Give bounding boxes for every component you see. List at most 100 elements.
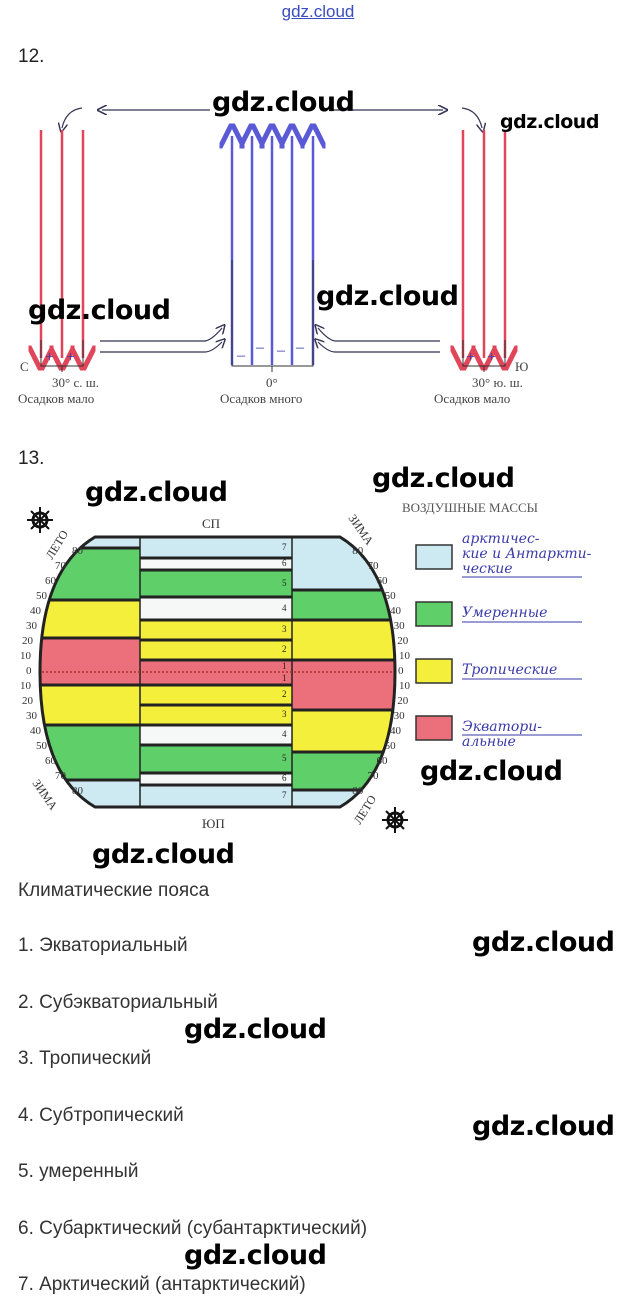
- watermark: gdz.cloud: [472, 927, 615, 958]
- legend-label: кие и Антаркти-: [462, 546, 592, 562]
- air-mass-band: [140, 745, 292, 773]
- air-mass-band: [40, 685, 140, 725]
- lat-0-label: 0°: [266, 375, 278, 390]
- ascending-air-arrows: [232, 136, 313, 365]
- watermark: gdz.cloud: [316, 281, 459, 312]
- low-pressure-sign: –: [255, 339, 265, 356]
- precip-low-right: Осадков мало: [434, 391, 510, 406]
- latitude-label-left: 20: [22, 695, 34, 707]
- legend-label: арктичес-: [462, 531, 540, 547]
- air-mass-band: [40, 638, 140, 685]
- latitude-label-right: 0: [398, 665, 404, 677]
- watermark: gdz.cloud: [212, 87, 355, 118]
- zone-number: 7: [282, 790, 287, 800]
- climate-belt-item: 7. Арктический (антарктический): [18, 1274, 306, 1295]
- latitude-label-left: 80: [72, 785, 84, 797]
- descending-air-arrows: [41, 130, 505, 358]
- latitude-label-left: 70: [55, 560, 67, 572]
- air-mass-band: [40, 537, 140, 548]
- climate-belt-item: 1. Экваториальный: [18, 935, 188, 956]
- air-mass-band: [292, 710, 395, 752]
- latitude-label-left: 60: [45, 575, 57, 587]
- high-pressure-sign: +: [487, 349, 496, 366]
- high-pressure-sign: +: [66, 349, 75, 366]
- zone-number: 3: [282, 624, 287, 634]
- watermark: gdz.cloud: [28, 295, 171, 326]
- legend-label: Экватори-: [462, 719, 542, 735]
- air-mass-band: [140, 705, 292, 725]
- high-pressure-sign: +: [466, 349, 475, 366]
- air-mass-band: [292, 590, 395, 620]
- legend-label: Умеренные: [462, 605, 547, 621]
- sun-icon: [27, 507, 53, 533]
- climate-belt-item: 5. умеренный: [18, 1161, 139, 1182]
- air-mass-band: [140, 537, 292, 558]
- latitude-label-right: 70: [368, 770, 380, 782]
- sun-icon: [382, 807, 408, 833]
- legend-title: ВОЗДУШНЫЕ МАССЫ: [402, 500, 538, 515]
- watermark: gdz.cloud: [184, 1240, 327, 1271]
- high-pressure-sign: +: [45, 349, 54, 366]
- latitude-label-left: 20: [22, 635, 34, 647]
- task-number-12: 12.: [18, 46, 45, 67]
- air-mass-band: [140, 620, 292, 640]
- latitude-label-left: 40: [30, 725, 42, 737]
- legend-swatch: [415, 544, 453, 570]
- latitude-label-left: 50: [36, 740, 48, 752]
- air-mass-band: [40, 600, 140, 638]
- watermark: gdz.cloud: [85, 477, 228, 508]
- zone-number: 4: [282, 729, 287, 739]
- latitude-label-left: 10: [20, 680, 32, 692]
- air-mass-band: [292, 660, 395, 710]
- latitude-label-right: 10: [399, 650, 411, 662]
- climate-belt-item: 4. Субтропический: [18, 1104, 184, 1126]
- north-label: С: [20, 359, 29, 374]
- latitude-label-left: 60: [45, 755, 57, 767]
- air-mass-band: [140, 558, 292, 570]
- air-mass-bands: [40, 537, 395, 807]
- atmospheric-circulation-diagram: + + + + – – – – С Ю 30° с. ш. 0° 30° ю. …: [18, 90, 528, 406]
- south-pole-label: ЮП: [202, 816, 225, 831]
- latitude-label-right: 40: [390, 725, 402, 737]
- legend-label: Тропические: [462, 662, 557, 678]
- precip-low-left: Осадков мало: [18, 391, 94, 406]
- latitude-label-left: 40: [30, 605, 42, 617]
- summer-label-top: ЛЕТО: [43, 527, 72, 561]
- air-mass-band: [292, 620, 395, 660]
- air-mass-band: [140, 640, 292, 660]
- legend: арктичес-кие и Антаркти-ческиеУмеренныеТ…: [415, 531, 592, 750]
- lat-30n-label: 30° с. ш.: [52, 375, 99, 390]
- north-pole-label: СП: [202, 516, 220, 531]
- watermark: gdz.cloud: [472, 1111, 615, 1142]
- watermark: gdz.cloud: [92, 839, 235, 870]
- watermark: gdz.cloud: [420, 756, 563, 787]
- air-mass-band: [140, 773, 292, 785]
- zone-number: 5: [282, 753, 287, 763]
- zone-number: 6: [282, 773, 287, 783]
- south-label: Ю: [515, 359, 528, 374]
- latitude-label-right: 20: [397, 695, 409, 707]
- legend-swatch: [415, 658, 453, 684]
- climate-title: Климатические пояса: [18, 880, 210, 901]
- latitude-label-right: 30: [394, 620, 406, 632]
- zone-number: 4: [282, 603, 287, 613]
- legend-label: ческие: [462, 561, 513, 577]
- top-flow-arrows: [62, 108, 482, 128]
- legend-swatch: [415, 715, 453, 741]
- legend-swatch: [415, 601, 453, 627]
- latitude-label-right: 70: [368, 560, 380, 572]
- site-link[interactable]: gdz.cloud: [281, 2, 355, 21]
- air-mass-band: [140, 685, 292, 705]
- task-number-13: 13.: [18, 448, 45, 469]
- low-pressure-sign: –: [295, 339, 305, 356]
- surface-wind-arrows: [100, 328, 440, 353]
- low-pressure-sign: –: [276, 342, 286, 359]
- latitude-label-left: 10: [20, 650, 32, 662]
- latitude-label-right: 80: [352, 785, 364, 797]
- zone-number: 1: [282, 661, 287, 671]
- latitude-label-right: 30: [394, 710, 406, 722]
- latitude-label-left: 0: [26, 665, 32, 677]
- latitude-label-right: 60: [377, 575, 389, 587]
- watermark: gdz.cloud: [372, 463, 515, 494]
